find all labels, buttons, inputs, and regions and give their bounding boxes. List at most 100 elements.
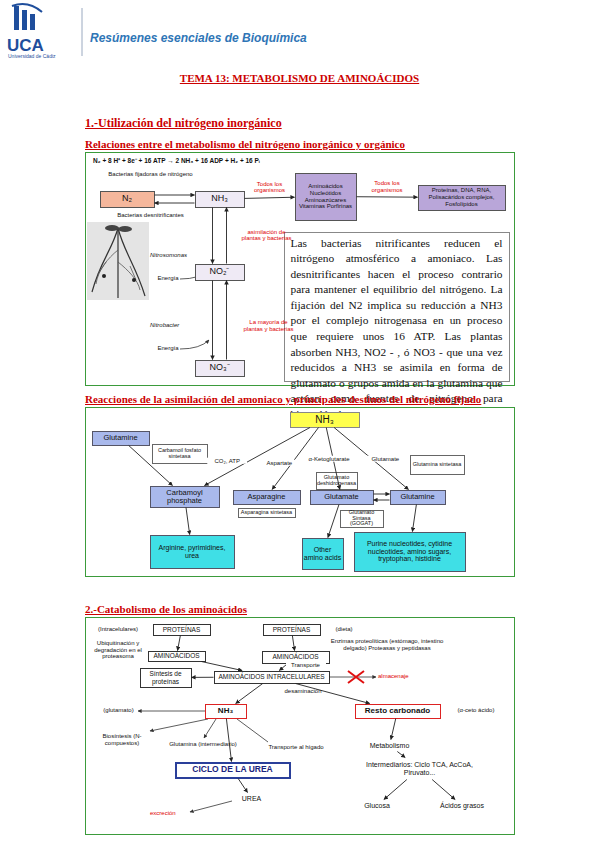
node-text: Intermediarios: Ciclo TCA, AcCoA, Piruva…	[350, 761, 490, 776]
edge-label: Aspartate	[259, 459, 299, 466]
node-text: NH₃	[315, 414, 334, 425]
node-text: UREA	[242, 795, 261, 803]
connector-arrow	[292, 636, 294, 651]
connector-arrow	[412, 505, 416, 532]
root	[117, 228, 118, 298]
energy-label: Energía	[153, 345, 183, 352]
enzyme-box: Carbamoil fosfato sintetasa	[152, 444, 208, 464]
node-text: Carbamoil fosfato sintetasa	[153, 448, 207, 460]
logo-text: UCA	[7, 36, 57, 56]
leader-arrow	[204, 719, 216, 738]
connector-arrow	[192, 677, 214, 678]
note-label: (dieta)	[324, 626, 364, 633]
logo-bar	[30, 14, 35, 30]
photo-background	[87, 222, 149, 300]
node-text: Glutamina sintetasa	[413, 462, 462, 468]
product-box: Aminoácidos Nucleótidos Aminoazúcares Vi…	[295, 173, 357, 221]
molecule-box: Glutamine	[390, 490, 446, 505]
logo-arc	[12, 4, 42, 12]
node-text: Glutamine	[400, 493, 434, 501]
root	[92, 228, 118, 292]
connector-arrow	[238, 779, 247, 793]
node-text: AMINOÁCIDOS	[153, 652, 199, 659]
molecule-box: Glutamine	[92, 431, 150, 446]
product-text: Ácidos grasos	[430, 800, 495, 812]
diagram-frame: Relaciones entre el metabolismo del nitr…	[85, 152, 515, 386]
leader-line	[237, 719, 268, 742]
molecule-box: NH₃	[195, 191, 245, 208]
leaf	[105, 225, 119, 231]
connector-arrow	[384, 780, 407, 800]
text-box: Las bacterias nitrificantes reducen el n…	[284, 232, 510, 382]
process-label: Bacterias desnitrificantes	[108, 212, 193, 219]
connector-arrow	[236, 684, 263, 704]
connector-arrow	[432, 780, 455, 800]
node-text: Resto carbonado	[365, 707, 430, 716]
blocked-cross	[348, 671, 364, 683]
node-text: Ácidos grasos	[440, 802, 484, 810]
process-box: PROTEÍNAS	[263, 624, 321, 636]
edge-label: Todos los organismos	[247, 181, 292, 194]
node-text: Asparagina sintetasa	[241, 510, 292, 516]
connector-arrow	[226, 281, 227, 360]
roots-illustration	[87, 222, 149, 300]
frame-heading: Reacciones de la asimilación del amoniac…	[85, 393, 481, 405]
page-title: TEMA 13: METABOLISMO DE AMINOÁCIDOS	[0, 72, 599, 84]
node-text: NH₃	[211, 194, 228, 204]
molecule-box: NO₂⁻	[195, 264, 245, 281]
node-text: Glutamato deshidrogenasa	[317, 475, 357, 487]
note-label: (α-ceto ácido)	[446, 707, 506, 714]
header-text: Resúmenes esenciales de Bioquímica	[90, 31, 410, 45]
molecule-box: Carbamoyl phosphate	[150, 486, 220, 508]
process-label: desaminación	[273, 688, 333, 695]
note-label: almacenaje	[378, 673, 428, 680]
molecule-box: Asparagine	[233, 490, 301, 505]
edge-label: Transporte	[286, 662, 326, 669]
node-text: N₂	[122, 194, 132, 204]
node-text: PROTEÍNAS	[273, 626, 311, 633]
destination-box: Other amino acids	[302, 538, 344, 570]
diagram-frame: Reacciones de la asimilación del amoniac…	[85, 407, 515, 577]
product-text: Glucosa	[355, 800, 400, 812]
organism-label: Nitrobacter	[150, 322, 196, 329]
note-label: (glutamato)	[96, 707, 141, 714]
product-box: Resto carbonado	[355, 704, 441, 719]
edge-label: CO₂, ATP	[207, 457, 247, 464]
edge-label: Glutamate	[365, 455, 405, 462]
process-label: Bacterias fijadoras de nitrógeno	[108, 171, 193, 178]
frame-heading: 2.-Catabolismo de los aminoácidos	[85, 603, 247, 615]
logo-subtext: Universidad de Cádiz	[8, 54, 78, 60]
connector-arrow	[226, 208, 227, 264]
process-label: Transporte al hígado	[266, 744, 326, 751]
molecule-box: N₂	[100, 191, 155, 208]
node-text: Síntesis de proteínas	[141, 670, 191, 684]
node-text: Glucosa	[364, 802, 390, 810]
node-text: AMINOÁCIDOS	[272, 653, 318, 660]
logo-bar	[22, 10, 27, 30]
logo-bar	[14, 6, 19, 30]
connector-arrow	[178, 636, 181, 651]
edge-label: Todos los organismos	[365, 180, 410, 193]
leaf	[118, 226, 132, 232]
connector-arrow	[328, 505, 339, 538]
connector-arrow	[226, 719, 231, 762]
node-text: Purine nucleotides, cytidine nucleotides…	[356, 540, 464, 563]
logo-emblem	[12, 4, 42, 30]
root-nodule	[132, 278, 136, 282]
process-box: PROTEÍNAS	[153, 624, 211, 636]
enzyme-box: Glutamato Sintasa (GOGAT)	[340, 510, 384, 528]
leader-arrow	[150, 719, 208, 731]
node-text: NO₃⁻	[209, 363, 229, 373]
node-text: CICLO DE LA UREA	[192, 765, 272, 774]
enzyme-box: Glutamato deshidrogenasa	[316, 472, 358, 490]
connector-arrow	[212, 281, 213, 360]
cycle-box: CICLO DE LA UREA	[175, 762, 291, 779]
node-text: Aminoácidos Nucleótidos Aminoazúcares Vi…	[297, 183, 355, 211]
node-text: Glutamato Sintasa (GOGAT)	[341, 510, 383, 527]
connector-arrow	[391, 719, 396, 740]
node-text: PROTEÍNAS	[163, 626, 201, 633]
excretion-arrow	[190, 801, 232, 812]
process-text: Metabolismo	[360, 740, 420, 752]
process-box: AMINOÁCIDOS	[148, 651, 206, 662]
